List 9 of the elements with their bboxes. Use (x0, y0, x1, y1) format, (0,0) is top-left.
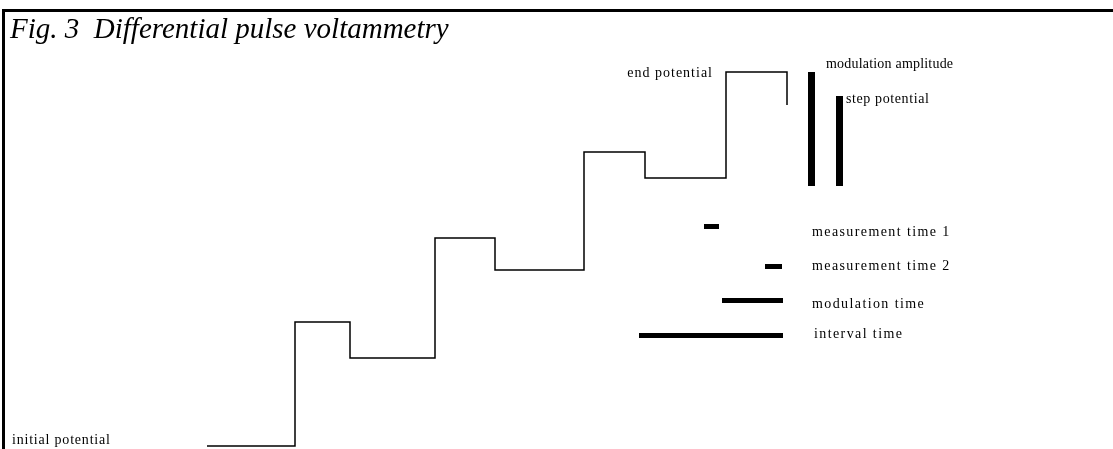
figure-title: Fig. 3 Differential pulse voltammetry (10, 12, 449, 45)
legend-label: interval time (814, 327, 904, 341)
potential-label: initial potential (12, 433, 111, 447)
legend-label: modulation amplitude (826, 57, 954, 71)
legend-label: measurement time 2 (812, 259, 951, 273)
legend-label: modulation time (812, 297, 926, 311)
legend-label: step potential (846, 92, 930, 106)
legend-label: measurement time 1 (812, 225, 951, 239)
potential-label: end potential (627, 66, 713, 80)
